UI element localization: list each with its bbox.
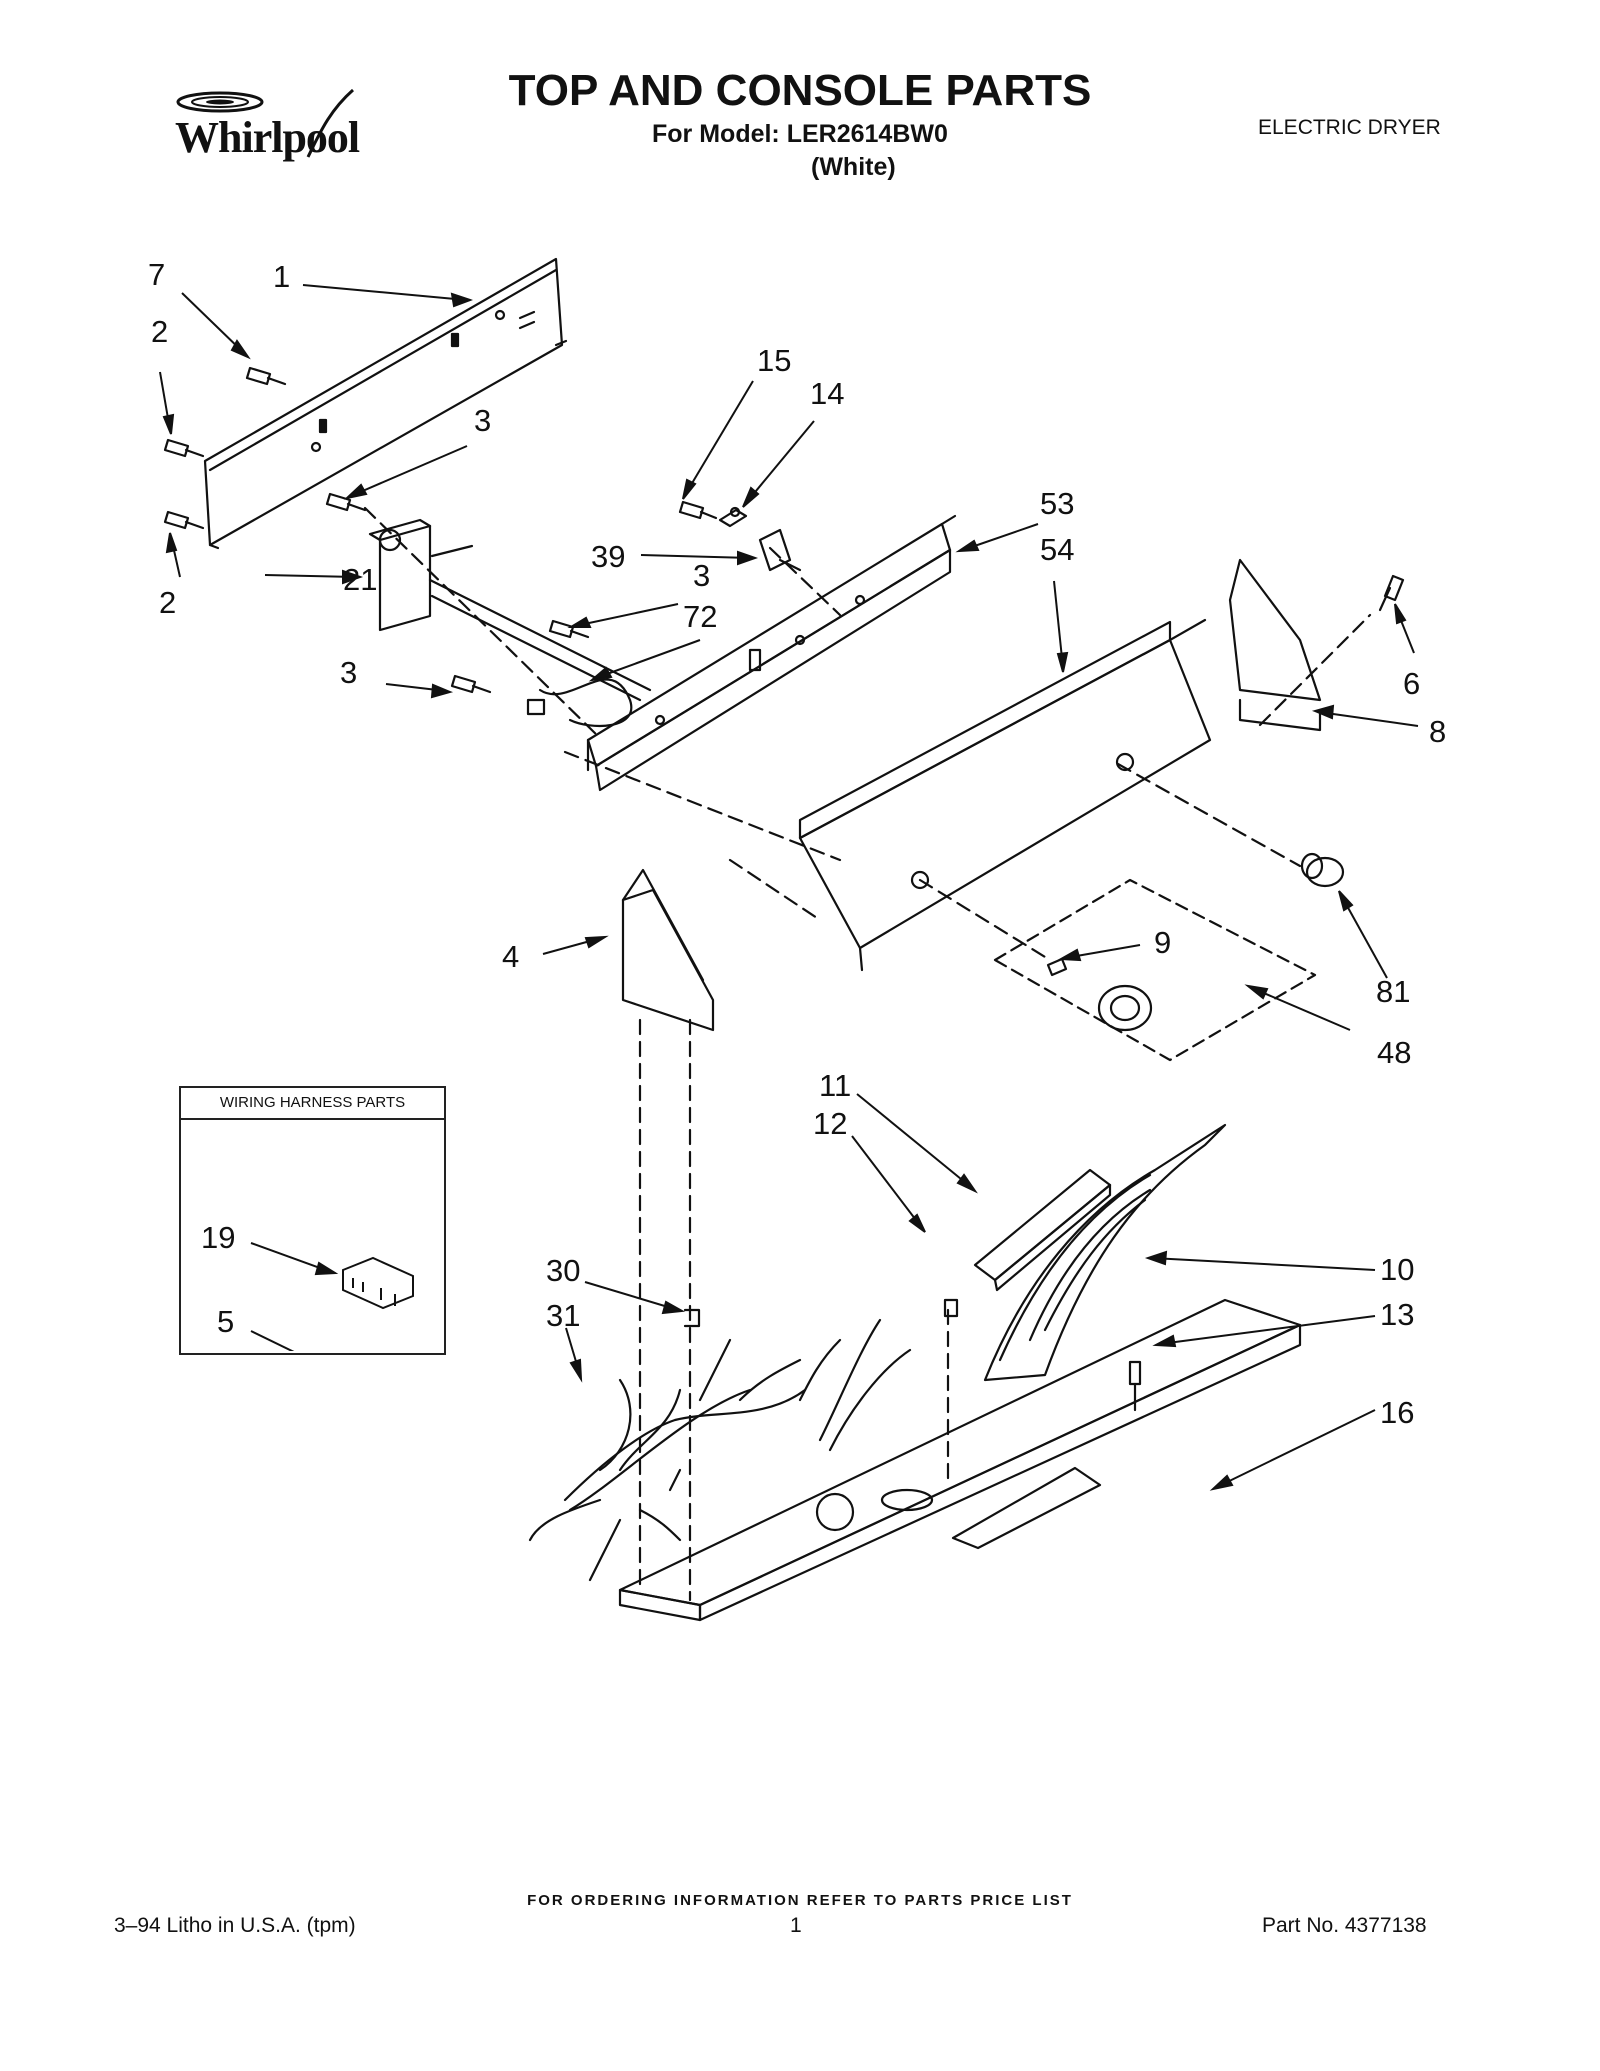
part-72-wire (526, 678, 633, 728)
exploded-parts-diagram: 1 7 2 2 3 21 3 3 72 15 14 39 53 54 6 8 9… (148, 257, 1446, 1622)
callout-3: 3 (340, 655, 357, 690)
assembly-leaders (363, 506, 1372, 1602)
part-12-clip (943, 1298, 959, 1318)
callout-54: 54 (1040, 532, 1074, 567)
callout-5: 5 (217, 1304, 234, 1339)
callout-1: 1 (273, 259, 290, 294)
part-48-knob-group (993, 878, 1317, 1062)
harness-box-title: WIRING HARNESS PARTS (181, 1088, 444, 1120)
whirlpool-swirl-icon (176, 88, 354, 158)
part-8-end-cap (1228, 558, 1322, 732)
callout-7: 7 (148, 257, 165, 292)
callout-16: 16 (1380, 1395, 1414, 1430)
brand-wordmark: Whirlpool (175, 113, 360, 162)
callout-11: 11 (819, 1068, 851, 1103)
callout-48: 48 (1377, 1035, 1411, 1070)
callout-15: 15 (757, 343, 791, 378)
litho-note: 3–94 Litho in U.S.A. (tpm) (114, 1914, 356, 1937)
parts-14-15-39 (718, 506, 802, 572)
callout-19: 19 (201, 1220, 235, 1255)
callout-72: 72 (683, 599, 717, 634)
part-number: Part No. 4377138 (1262, 1914, 1427, 1937)
callout-12: 12 (813, 1106, 847, 1141)
screws-2-3-7 (163, 366, 1405, 1412)
callout-3: 3 (474, 403, 491, 438)
callout-53: 53 (1040, 486, 1074, 521)
callout-4: 4 (502, 939, 519, 974)
part-11-lint-cover (973, 1168, 1112, 1292)
product-type: ELECTRIC DRYER (1258, 116, 1441, 139)
callout-3: 3 (693, 558, 710, 593)
part-31-wire-harness (528, 1308, 912, 1582)
callout-31: 31 (546, 1298, 580, 1333)
callout-21: 21 (343, 562, 377, 597)
part-4-end-cap (621, 868, 715, 1032)
part-1-rear-bracket (203, 257, 568, 550)
callout-labels: 1 7 2 2 3 21 3 3 72 15 14 39 53 54 6 8 9… (148, 257, 1446, 1430)
callout-9: 9 (1154, 925, 1171, 960)
callout-2: 2 (151, 314, 168, 349)
model-line: For Model: LER2614BW0 (652, 120, 948, 148)
callout-14: 14 (810, 376, 844, 411)
color-line: (White) (811, 153, 896, 181)
page-number: 1 (790, 1914, 802, 1937)
wiring-harness-parts-box: WIRING HARNESS PARTS 19 5 (179, 1086, 446, 1355)
callout-6: 6 (1403, 666, 1420, 701)
part-81-knob (1300, 852, 1345, 888)
callout-2: 2 (159, 585, 176, 620)
callout-8: 8 (1429, 714, 1446, 749)
harness-parts-drawing: 19 5 (201, 1220, 414, 1351)
callout-39: 39 (591, 539, 625, 574)
callout-10: 10 (1380, 1252, 1414, 1287)
part-54-console (798, 618, 1212, 972)
callout-81: 81 (1376, 974, 1410, 1009)
ordering-note: FOR ORDERING INFORMATION REFER TO PARTS … (527, 1892, 1073, 1909)
page-title: TOP AND CONSOLE PARTS (508, 66, 1092, 115)
part-53-control-bracket (586, 514, 957, 792)
part-16-top-panel (618, 1298, 1302, 1622)
brand-logo (168, 82, 408, 162)
callout-13: 13 (1380, 1297, 1414, 1332)
part-10-lint-chute (983, 1123, 1227, 1382)
callout-arrows (159, 284, 1419, 1491)
callout-30: 30 (546, 1253, 580, 1288)
